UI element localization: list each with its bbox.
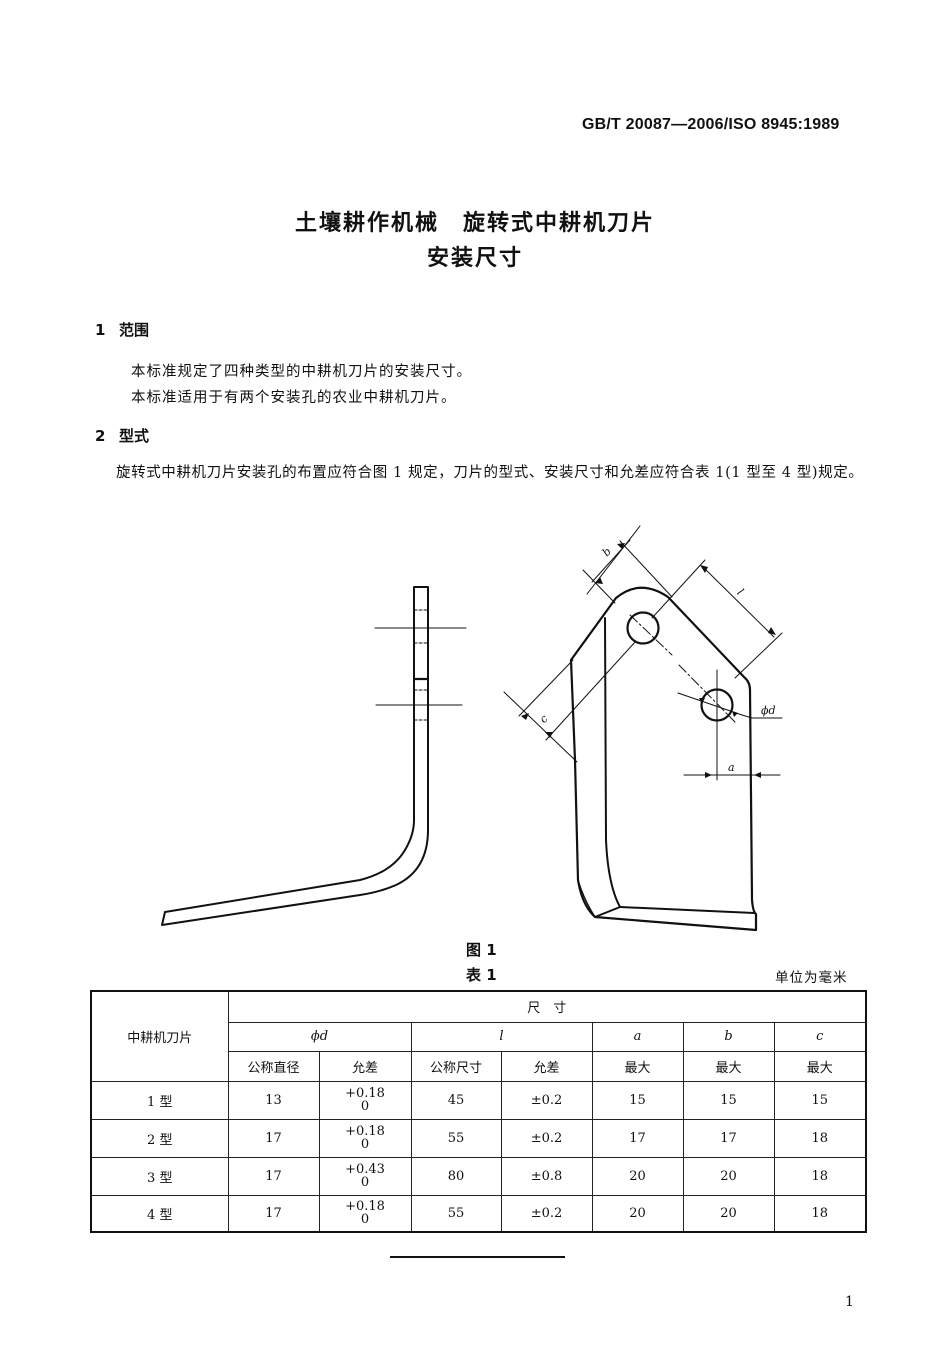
section-1-paragraph-1: 本标准规定了四种类型的中耕机刀片的安装尺寸。: [131, 364, 472, 380]
header-blade-type: 中耕机刀片: [90, 990, 229, 1082]
table-header-row-1: 中耕机刀片 尺 寸: [90, 990, 867, 1082]
figure-caption: 图 1: [466, 941, 497, 959]
cell-type: 4 型: [90, 1194, 229, 1233]
cell-type: 3 型: [90, 1156, 229, 1196]
document-title: 土壤耕作机械 旋转式中耕机刀片: [294, 211, 655, 236]
header-dimensions: 尺 寸: [227, 990, 867, 1023]
header-l-tolerance: 允差: [500, 1050, 593, 1082]
header-d-tolerance: 允差: [318, 1050, 412, 1082]
cell-d-nominal: 17: [227, 1194, 320, 1233]
cell-l-nominal: 80: [410, 1156, 502, 1196]
header-d-nominal: 公称直径: [227, 1050, 320, 1082]
tol-lower: 0: [360, 1211, 370, 1227]
dim-label-phi-d: ϕd: [761, 704, 776, 717]
section-title: 型式: [119, 427, 150, 445]
figure-1-drawing: b l c ϕd a: [161, 525, 783, 932]
dim-label-c: c: [537, 712, 551, 726]
cell-type: 1 型: [90, 1080, 229, 1120]
cell-type: 2 型: [90, 1118, 229, 1158]
cell-l-nominal: 45: [410, 1080, 502, 1120]
cell-b: 20: [682, 1194, 775, 1233]
standard-code: GB/T 20087—2006/ISO 8945:1989: [582, 116, 840, 133]
cell-d-nominal: 17: [227, 1118, 320, 1158]
table-caption: 表 1: [466, 966, 497, 984]
document-subtitle: 安装尺寸: [426, 246, 523, 271]
cell-d-nominal: 17: [227, 1156, 320, 1196]
cell-a: 20: [591, 1194, 684, 1233]
section-2-heading: 2 型式: [95, 425, 149, 446]
cell-c: 15: [773, 1080, 867, 1120]
section-1-heading: 1 范围: [95, 319, 149, 340]
cell-l-tolerance: ±0.2: [500, 1080, 593, 1120]
cell-d-nominal: 13: [227, 1080, 320, 1120]
cell-a: 15: [591, 1080, 684, 1120]
end-rule: [390, 1256, 565, 1258]
dim-label-a: a: [728, 761, 735, 774]
header-param-b: b: [682, 1021, 775, 1052]
dimension-table: 中耕机刀片 尺 寸 ϕd l a b c 公称直径 允差 公称尺寸 允差 最大 …: [90, 990, 868, 1233]
tol-lower: 0: [360, 1136, 370, 1152]
header-b-max: 最大: [682, 1050, 775, 1082]
cell-b: 17: [682, 1118, 775, 1158]
header-c-max: 最大: [773, 1050, 867, 1082]
section-title: 范围: [119, 321, 150, 339]
header-param-phi-d: ϕd: [227, 1021, 412, 1052]
cell-b: 20: [682, 1156, 775, 1196]
header-param-l: l: [410, 1021, 593, 1052]
tol-lower: 0: [360, 1174, 370, 1190]
header-l-nominal: 公称尺寸: [410, 1050, 502, 1082]
header-param-c: c: [773, 1021, 867, 1052]
cell-a: 20: [591, 1156, 684, 1196]
tol-lower: 0: [360, 1098, 370, 1114]
cell-l-nominal: 55: [410, 1194, 502, 1233]
cell-l-tolerance: ±0.2: [500, 1194, 593, 1233]
blade-front-view: [503, 525, 783, 932]
section-number: 2: [95, 427, 106, 445]
cell-c: 18: [773, 1194, 867, 1233]
cell-a: 17: [591, 1118, 684, 1158]
dim-label-b: b: [600, 545, 614, 559]
section-1-paragraph-2: 本标准适用于有两个安装孔的农业中耕机刀片。: [131, 390, 457, 406]
blade-side-view: [161, 586, 467, 926]
cell-l-tolerance: ±0.2: [500, 1118, 593, 1158]
cell-b: 15: [682, 1080, 775, 1120]
unit-note: 单位为毫米: [775, 970, 848, 986]
tol-upper: +0.43: [345, 1161, 385, 1177]
header-param-a: a: [591, 1021, 684, 1052]
dim-label-l: l: [734, 586, 746, 598]
section-2-paragraph-1: 旋转式中耕机刀片安装孔的布置应符合图 1 规定，刀片的型式、安装尺寸和允差应符合…: [116, 465, 864, 481]
cell-l-nominal: 55: [410, 1118, 502, 1158]
tol-upper: +0.18: [345, 1198, 385, 1214]
cell-c: 18: [773, 1156, 867, 1196]
tol-upper: +0.18: [345, 1085, 385, 1101]
cell-l-tolerance: ±0.8: [500, 1156, 593, 1196]
page-number: 1: [845, 1294, 854, 1310]
header-a-max: 最大: [591, 1050, 684, 1082]
section-number: 1: [95, 321, 106, 339]
cell-c: 18: [773, 1118, 867, 1158]
tol-upper: +0.18: [345, 1123, 385, 1139]
